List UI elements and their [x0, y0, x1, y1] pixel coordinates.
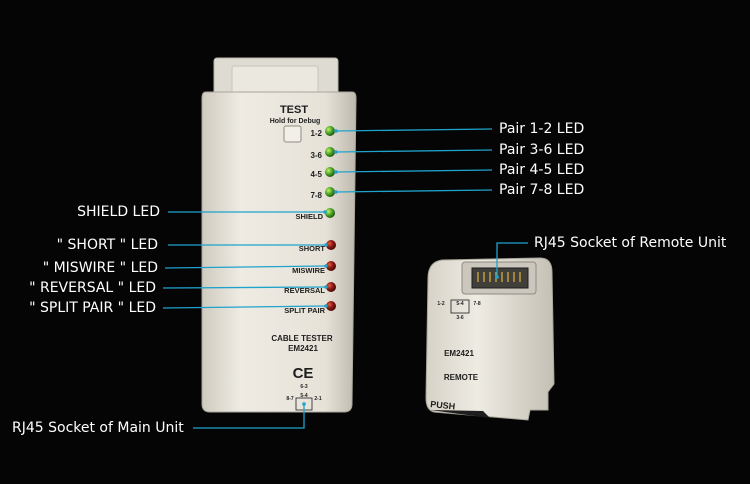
leader-dot-pair-12: [334, 129, 338, 133]
push-arrow-icon: [430, 410, 490, 418]
pair-78-label: 7-8: [310, 191, 322, 200]
led-miswire: [326, 261, 336, 271]
callout-short: " SHORT " LED: [56, 237, 158, 253]
remote-unit-body: [425, 257, 555, 421]
leader-dot-pair-78: [334, 190, 338, 194]
leader-dot-miswire: [324, 264, 328, 268]
remote-model-line1: EM2421: [444, 349, 474, 358]
leader-dot-split-pair: [324, 304, 328, 308]
callout-shield: SHIELD LED: [77, 204, 160, 220]
remote-unit: 1-2 5-4 3-6 7-8 EM2421 REMOTE PUSH: [425, 257, 555, 421]
socket-pin-label-54: 5-4: [300, 393, 307, 399]
leader-end-dots: [302, 129, 499, 406]
short-label: SHORT: [299, 244, 326, 253]
socket-pin-label-63: 6-3: [300, 384, 307, 390]
led-split-pair: [326, 301, 336, 311]
led-pair-78: [325, 187, 335, 197]
main-unit-body: [201, 91, 357, 413]
pair-12-label: 1-2: [310, 129, 322, 138]
leader-lines: [162, 128, 528, 429]
callout-pair-78: Pair 7-8 LED: [499, 182, 585, 198]
callout-pair-45: Pair 4-5 LED: [499, 162, 585, 178]
remote-model-line2: REMOTE: [444, 373, 479, 382]
callout-reversal: " REVERSAL " LED: [29, 280, 156, 296]
leader-reversal: [162, 286, 327, 289]
socket-pin-label-21: 2-1: [314, 396, 321, 402]
leader-main-socket: [193, 404, 305, 429]
remote-pin-label-54: 5-4: [456, 301, 463, 307]
leader-split-pair: [162, 305, 327, 309]
remote-rj45-contacts: [477, 272, 521, 282]
callout-pair-36: Pair 3-6 LED: [499, 142, 585, 158]
remote-pin-label-78: 7-8: [473, 301, 480, 307]
remote-pin-label-12: 1-2: [437, 301, 444, 307]
ce-mark: CE: [293, 365, 314, 382]
led-short: [326, 240, 336, 250]
leader-pair-45: [335, 169, 493, 173]
remote-pin-label-36: 3-6: [456, 315, 463, 321]
split-pair-label: SPLIT PAIR: [284, 306, 325, 315]
model-line1: CABLE TESTER: [271, 334, 333, 343]
test-button[interactable]: [283, 125, 302, 143]
leader-dot-pair-45: [334, 170, 338, 174]
shield-label: SHIELD: [295, 212, 323, 221]
miswire-label: MISWIRE: [292, 266, 325, 275]
leader-dot-pair-36: [334, 150, 338, 154]
leader-pair-12: [335, 128, 493, 132]
leader-dot-short: [324, 243, 328, 247]
leader-dot-shield: [323, 210, 327, 214]
led-reversal: [326, 282, 336, 292]
led-pair-36: [325, 147, 335, 157]
test-button-sublabel: Hold for Debug: [270, 118, 321, 125]
led-pair-45: [325, 167, 335, 177]
leader-dot-remote-socket: [495, 275, 499, 279]
leader-miswire: [164, 265, 327, 269]
reversal-label: REVERSAL: [284, 286, 325, 295]
pair-36-label: 3-6: [310, 151, 322, 160]
model-line2: EM2421: [288, 344, 318, 353]
leader-pair-36: [335, 149, 493, 153]
test-button-label: TEST: [280, 104, 308, 116]
led-pair-12: [325, 126, 335, 136]
socket-pin-label-87: 8-7: [286, 396, 293, 402]
pair-45-label: 4-5: [310, 170, 322, 179]
push-label: PUSH: [430, 399, 456, 412]
leader-dot-main-socket: [302, 402, 306, 406]
callout-main-socket: RJ45 Socket of Main Unit: [12, 420, 184, 436]
callout-miswire: " MISWIRE " LED: [42, 260, 158, 276]
leader-dot-reversal: [324, 285, 328, 289]
leader-remote-socket: [496, 242, 528, 277]
callout-pair-12: Pair 1-2 LED: [499, 121, 585, 137]
callout-remote-socket: RJ45 Socket of Remote Unit: [534, 235, 727, 251]
callout-split-pair: " SPLIT PAIR " LED: [29, 300, 156, 316]
led-shield: [325, 208, 335, 218]
leader-pair-78: [335, 189, 493, 193]
remote-pin-diagram: [450, 299, 470, 314]
main-unit: TEST Hold for Debug 1-2 3-6 4-5 7-8 SHIE…: [201, 57, 357, 413]
